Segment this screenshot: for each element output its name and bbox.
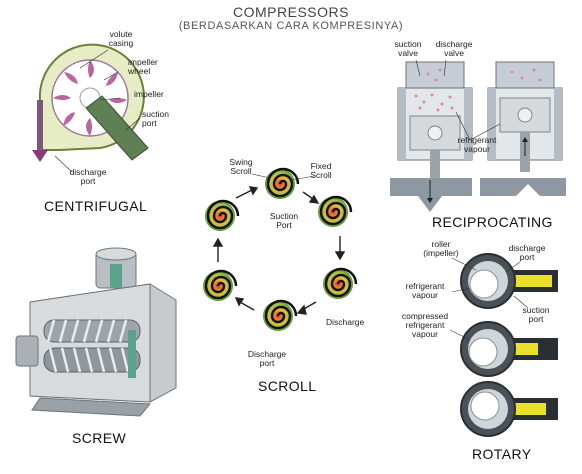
label-roller-line1: roller bbox=[431, 239, 451, 249]
label-suction-port-line2: port bbox=[142, 118, 157, 128]
label-discharge-valve-line1: discharge bbox=[435, 39, 473, 49]
reciprocating-title: RECIPROCATING bbox=[432, 214, 553, 230]
rotary-unit-bottom bbox=[460, 381, 558, 437]
screw-title: SCREW bbox=[72, 430, 127, 446]
label-fixed-scroll-line2: Scroll bbox=[310, 170, 332, 180]
label-suction-port-scroll: Suction Port bbox=[266, 212, 302, 230]
label-volute-casing-line2: casing bbox=[108, 38, 134, 48]
label-suction-port-scroll-line1: Suction bbox=[269, 211, 299, 221]
label-suction-port-rotary-line2: port bbox=[528, 314, 544, 324]
label-discharge-port-line2: port bbox=[80, 176, 96, 186]
label-impeller-wheel: impeller wheel bbox=[128, 58, 158, 76]
label-refrigerant-vapour-rotary: refrigerant vapour bbox=[398, 282, 452, 300]
rotary-unit-middle bbox=[460, 321, 558, 377]
label-discharge-valve: discharge valve bbox=[430, 40, 478, 58]
label-discharge-port-rotary-line2: port bbox=[519, 252, 535, 262]
page-title: COMPRESSORS bbox=[233, 4, 349, 20]
page-subtitle: (BERDASARKAN CARA KOMPRESINYA) bbox=[178, 20, 404, 32]
label-discharge-valve-line2: valve bbox=[444, 48, 464, 58]
label-compressed-line1: compressed bbox=[401, 311, 449, 321]
label-discharge-port-rotary: discharge port bbox=[506, 244, 548, 262]
label-refrigerant-vapour-rotary-line2: vapour bbox=[412, 290, 438, 300]
label-swing-scroll-line2: Scroll bbox=[230, 166, 252, 176]
scroll-unit-left-bottom bbox=[203, 269, 238, 301]
label-discharge-port-scroll: Discharge port bbox=[244, 350, 290, 368]
label-compressed-line3: vapour bbox=[412, 329, 438, 339]
scroll-unit-bottom bbox=[263, 299, 298, 331]
label-discharge-port-rotary-line1: discharge bbox=[508, 243, 546, 253]
label-roller-line2: (impeller) bbox=[423, 248, 459, 258]
label-compressed-refrigerant-vapour: compressed refrigerant vapour bbox=[396, 312, 454, 339]
scroll-unit-left-top bbox=[205, 199, 240, 231]
label-refrigerant-vapour-recip-line1: refrigerant bbox=[457, 135, 497, 145]
label-impeller-wheel-line1: impeller bbox=[128, 57, 158, 67]
scroll-unit-right-bottom bbox=[323, 267, 358, 299]
label-refrigerant-vapour-recip: refrigerant vapour bbox=[450, 136, 504, 154]
label-suction-port-centrifugal: suction port bbox=[142, 110, 169, 128]
label-discharge-port-scroll-line2: port bbox=[259, 358, 275, 368]
label-suction-valve-line1: suction bbox=[394, 39, 422, 49]
label-volute-casing: volute casing bbox=[100, 30, 142, 48]
label-impeller: impeller bbox=[134, 89, 164, 99]
label-discharge-port-line1: discharge bbox=[69, 167, 107, 177]
label-fixed-scroll: Fixed Scroll bbox=[306, 162, 336, 180]
label-suction-port-line1: suction bbox=[142, 109, 169, 119]
scroll-unit-top bbox=[265, 167, 300, 199]
label-compressed-line2: refrigerant bbox=[405, 320, 445, 330]
label-discharge-scroll: Discharge bbox=[326, 317, 365, 327]
label-volute-casing-line1: volute bbox=[109, 29, 133, 39]
label-suction-port-rotary-line1: suction bbox=[522, 305, 550, 315]
rotary-unit-top bbox=[460, 253, 558, 309]
label-swing-scroll-line1: Swing bbox=[229, 157, 253, 167]
label-discharge-port-scroll-line1: Discharge bbox=[247, 349, 287, 359]
label-roller: roller (impeller) bbox=[418, 240, 464, 258]
label-refrigerant-vapour-recip-line2: vapour bbox=[464, 144, 490, 154]
centrifugal-title: CENTRIFUGAL bbox=[44, 198, 148, 214]
scroll-unit-right-top bbox=[318, 195, 353, 227]
label-discharge-port-centrifugal: discharge port bbox=[68, 168, 108, 186]
label-suction-valve: suction valve bbox=[388, 40, 428, 58]
label-suction-valve-line2: valve bbox=[398, 48, 418, 58]
label-suction-port-scroll-line2: Port bbox=[276, 220, 292, 230]
label-fixed-scroll-line1: Fixed bbox=[310, 161, 332, 171]
label-impeller-wheel-line2: wheel bbox=[128, 66, 151, 76]
label-refrigerant-vapour-rotary-line1: refrigerant bbox=[405, 281, 445, 291]
label-suction-port-rotary: suction port bbox=[518, 306, 554, 324]
label-swing-scroll: Swing Scroll bbox=[226, 158, 256, 176]
scroll-title: SCROLL bbox=[258, 378, 317, 394]
rotary-title: ROTARY bbox=[472, 446, 532, 462]
